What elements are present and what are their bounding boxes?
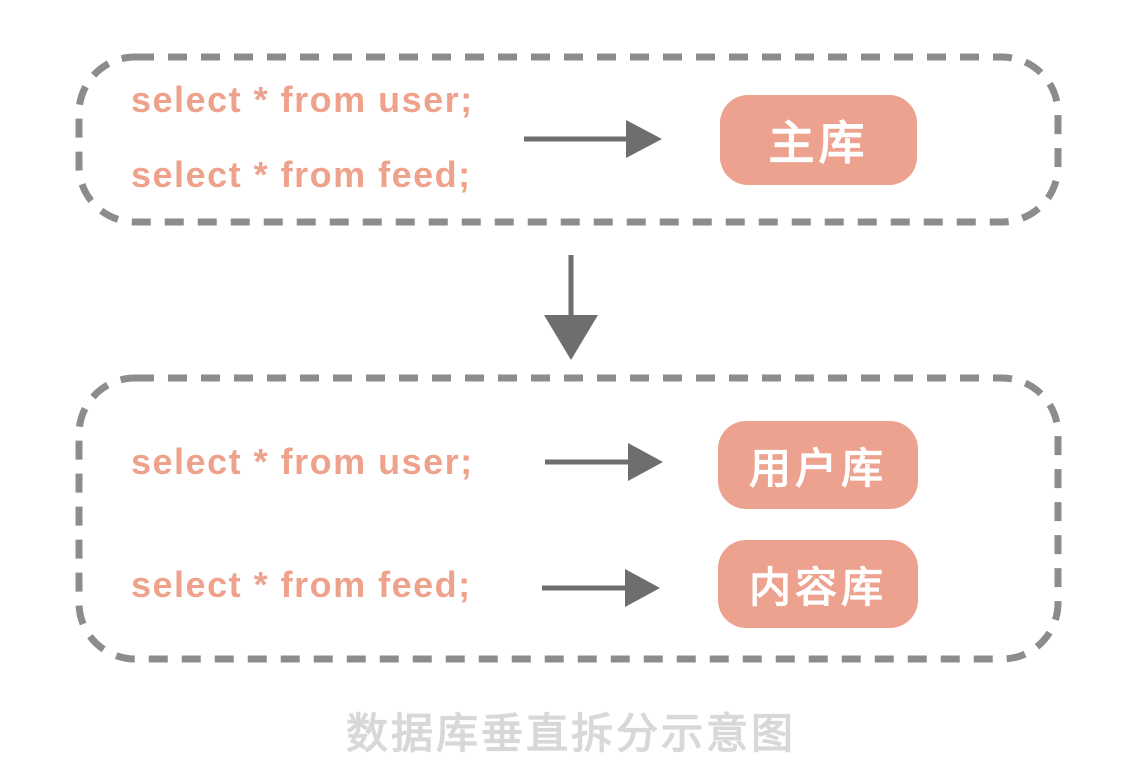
db-box-user: 用户库 (718, 421, 918, 509)
db-box-main: 主库 (720, 95, 917, 185)
sql-query-top-feed: select * from feed; (131, 154, 472, 195)
sql-query-bottom-user: select * from user; (131, 441, 474, 482)
sql-query-top-user: select * from user; (131, 79, 474, 120)
db-box-content: 内容库 (718, 540, 918, 628)
right-arrow-icon (545, 443, 663, 481)
down-arrow-icon (544, 255, 598, 360)
top-group-dashed-border (75, 53, 1062, 226)
right-arrow-icon (524, 120, 662, 158)
diagram-caption: 数据库垂直拆分示意图 (345, 710, 796, 757)
bottom-group-dashed-border (75, 374, 1062, 663)
sql-query-bottom-feed: select * from feed; (131, 564, 472, 605)
right-arrow-icon (542, 569, 660, 607)
